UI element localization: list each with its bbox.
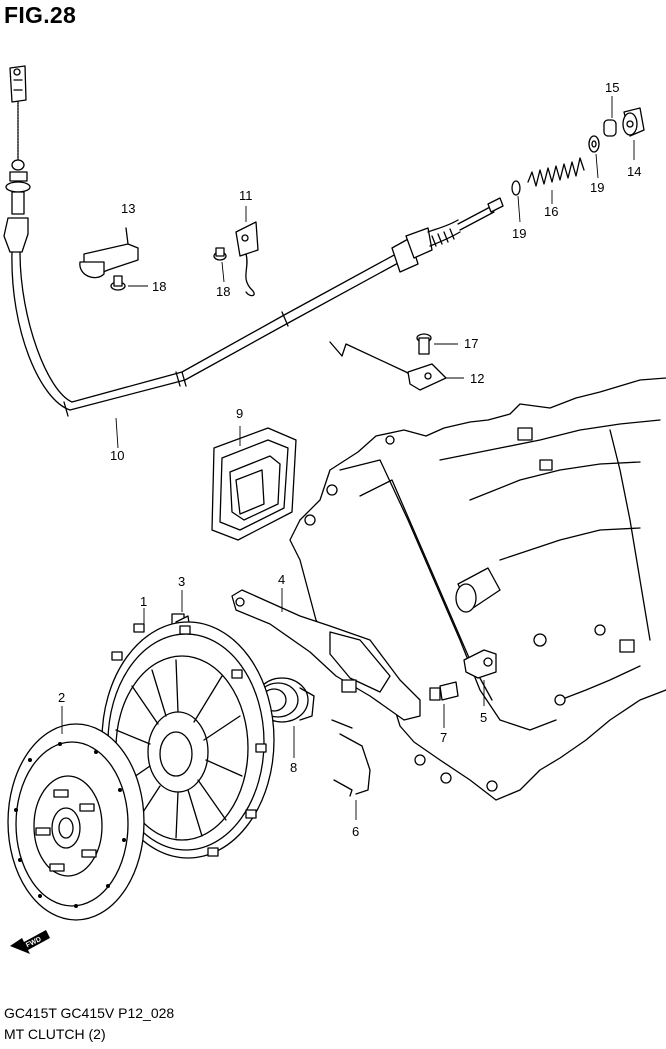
bolt-18-left[interactable]: [110, 275, 148, 291]
callout-5: 5: [480, 710, 487, 725]
callout-10: 10: [110, 448, 124, 463]
washer-19-lower[interactable]: [511, 180, 521, 223]
callout-11: 11: [239, 188, 253, 203]
model-code: GC415T GC415V P12_028: [4, 1005, 175, 1021]
clutch-cover-1[interactable]: [101, 608, 275, 859]
release-fork-4[interactable]: [231, 588, 421, 721]
callout-4: 4: [278, 572, 285, 587]
figure-title: FIG.28: [4, 2, 77, 28]
clutch-disc-2[interactable]: [7, 706, 145, 921]
bolt-17[interactable]: [416, 333, 458, 355]
callout-6: 6: [352, 824, 359, 839]
clutch-cable[interactable]: [3, 65, 504, 417]
section-name: MT CLUTCH (2): [4, 1026, 106, 1042]
transmission-case: [289, 377, 666, 801]
callout-12: 12: [470, 371, 484, 386]
cable-bracket-12[interactable]: [329, 341, 464, 391]
fwd-label: FWD: [25, 936, 42, 949]
callout-1: 1: [140, 594, 147, 609]
release-bearing-clip-6[interactable]: [331, 719, 371, 820]
callout-13: 13: [121, 201, 135, 216]
callout-19a: 19: [512, 226, 526, 241]
callout-14: 14: [627, 164, 641, 179]
fork-pivot-5[interactable]: [463, 649, 497, 706]
cable-bracket-13[interactable]: [79, 227, 139, 279]
callout-17: 17: [464, 336, 478, 351]
callout-18b: 18: [216, 284, 230, 299]
callout-2: 2: [58, 690, 65, 705]
callout-15: 15: [605, 80, 619, 95]
washer-19-upper[interactable]: [588, 135, 600, 179]
collar-15[interactable]: [603, 96, 617, 137]
bolt-7[interactable]: [429, 681, 459, 728]
cable-bracket-11[interactable]: [235, 206, 259, 297]
callout-16: 16: [544, 204, 558, 219]
cushion-14[interactable]: [622, 107, 645, 160]
callout-18a: 18: [152, 279, 166, 294]
callout-8: 8: [290, 760, 297, 775]
bolt-18-center[interactable]: [213, 247, 227, 283]
return-spring-16[interactable]: [527, 157, 585, 204]
callout-7: 7: [440, 730, 447, 745]
forward-direction-icon: FWD: [10, 930, 50, 954]
callout-19b: 19: [590, 180, 604, 195]
callout-3: 3: [178, 574, 185, 589]
callout-9: 9: [236, 406, 243, 421]
release-fork-boot-9[interactable]: [211, 426, 297, 541]
